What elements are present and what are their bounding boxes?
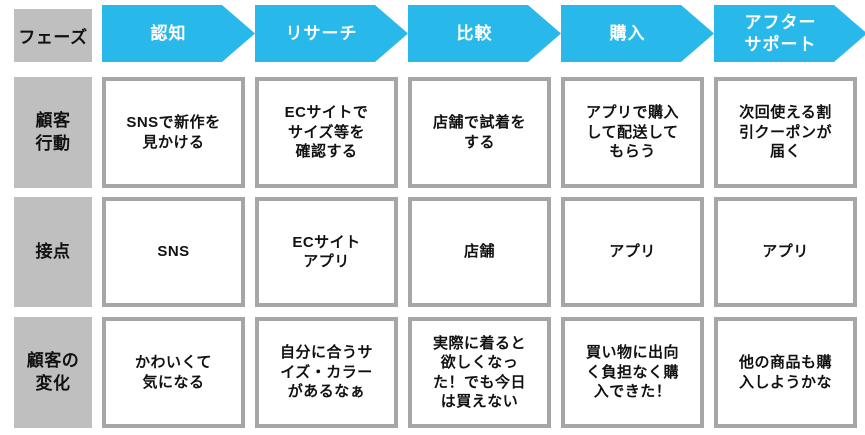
phase-arrow-purchase: 購入 [561,5,714,62]
cell-change-awareness-text: かわいくて 気になる [134,354,213,391]
cell-actions-research-text: ECサイトで サイズ等を 確認する [284,104,369,161]
row-customer-change: 顧客の 変化 かわいくて 気になる 自分に合うサ イズ・カラー があるなぁ 実際… [14,317,857,428]
cell-actions-awareness: SNSで新作を 見かける [102,77,245,188]
phase-arrow-after-support: アフター サポート [714,5,865,62]
cell-change-comparison: 実際に着ると 欲しくなっ た！でも今日 は買えない [408,317,551,428]
cell-actions-after-support-text: 次回使える割 引クーポンが 届く [738,104,832,161]
cell-touchpoint-awareness: SNS [102,197,245,307]
cell-touchpoint-comparison: 店舗 [408,197,551,307]
row-label-customer-actions: 顧客 行動 [14,77,92,188]
phase-arrow-comparison-label: 比較 [456,23,493,43]
phase-arrow-awareness: 認知 [102,5,255,62]
cell-touchpoint-research-text: ECサイト アプリ [292,233,361,271]
row-label-customer-change: 顧客の 変化 [14,317,92,428]
cell-touchpoint-research: ECサイト アプリ [255,197,398,307]
cell-touchpoint-comparison-text: 店舗 [463,243,495,261]
cell-change-after-support: 他の商品も購 入しようかな [714,317,857,428]
cell-change-after-support-text: 他の商品も購 入しようかな [738,354,832,391]
cell-touchpoint-after-support-text: アプリ [762,243,809,261]
cell-actions-purchase: アプリで購入 して配送して もらう [561,77,704,188]
cell-actions-awareness-text: SNSで新作を 見かける [126,114,221,151]
cell-touchpoint-purchase-text: アプリ [609,243,656,261]
cell-change-awareness: かわいくて 気になる [102,317,245,428]
phase-arrow-purchase-label: 購入 [609,23,646,43]
row-label-touchpoints: 接点 [14,197,92,307]
cell-actions-after-support: 次回使える割 引クーポンが 届く [714,77,857,188]
cell-change-comparison-text: 実際に着ると 欲しくなっ た！でも今日 は買えない [432,334,526,411]
phase-row-label: フェーズ [14,9,92,62]
cell-actions-research: ECサイトで サイズ等を 確認する [255,77,398,188]
phase-arrow-research-label: リサーチ [285,23,358,43]
cell-change-research-text: 自分に合うサ イズ・カラー があるなぁ [279,344,373,401]
cell-actions-purchase-text: アプリで購入 して配送して もらう [585,104,679,161]
cell-change-purchase-text: 買い物に出向 く負担なく購 入できた！ [585,344,679,401]
phase-arrow-comparison: 比較 [408,5,561,62]
cell-touchpoint-awareness-text: SNS [157,243,190,261]
phase-arrow-after-support-label: アフター サポート [744,13,817,54]
cell-touchpoint-purchase: アプリ [561,197,704,307]
cell-touchpoint-after-support: アプリ [714,197,857,307]
row-customer-actions: 顧客 行動 SNSで新作を 見かける ECサイトで サイズ等を 確認する 店舗で… [14,77,857,188]
cell-actions-comparison-text: 店舗で試着を する [432,114,526,151]
cell-change-purchase: 買い物に出向 く負担なく購 入できた！ [561,317,704,428]
phase-arrow-research: リサーチ [255,5,408,62]
row-touchpoints: 接点 SNS ECサイト アプリ 店舗 アプリ アプリ [14,197,857,307]
phase-row: フェーズ 認知 リサーチ 比較 購入 アフター サポート [14,5,857,62]
phase-arrow-awareness-label: 認知 [150,23,187,43]
cell-actions-comparison: 店舗で試着を する [408,77,551,188]
cell-change-research: 自分に合うサ イズ・カラー があるなぁ [255,317,398,428]
